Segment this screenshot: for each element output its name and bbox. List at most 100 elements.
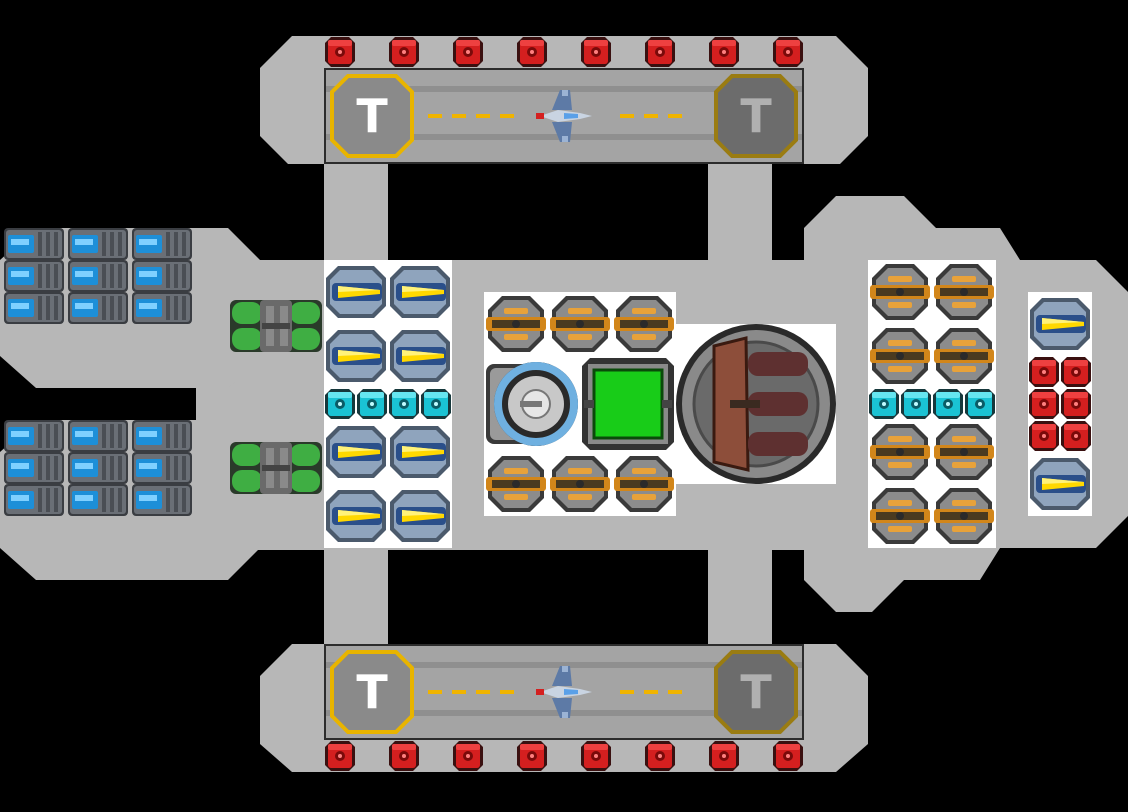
battery-cell-icon[interactable] <box>4 420 64 452</box>
red-crate-icon[interactable] <box>389 37 419 67</box>
autocannon-icon[interactable] <box>934 424 994 480</box>
autocannon-icon[interactable] <box>486 296 546 352</box>
battery-cell-icon[interactable] <box>4 452 64 484</box>
runway-dash <box>620 690 634 694</box>
red-crate-icon[interactable] <box>709 741 739 771</box>
autocannon-icon[interactable] <box>870 328 930 384</box>
yellow-thruster-icon[interactable] <box>390 330 450 382</box>
battery-cell-icon[interactable] <box>4 228 64 260</box>
red-crate-icon[interactable] <box>645 37 675 67</box>
battery-cell-icon[interactable] <box>132 260 192 292</box>
red-crate-icon[interactable] <box>325 37 355 67</box>
red-crate-icon[interactable] <box>1061 421 1091 451</box>
hangar-pad-left[interactable]: T <box>330 650 414 734</box>
red-crate-icon[interactable] <box>1029 357 1059 387</box>
fuel-tank-icon[interactable] <box>230 442 322 494</box>
svg-text:T: T <box>356 665 388 719</box>
battery-cell-icon[interactable] <box>132 228 192 260</box>
battery-cell-icon[interactable] <box>132 420 192 452</box>
red-crate-icon[interactable] <box>645 741 675 771</box>
runway-dash <box>452 690 466 694</box>
fuel-tank-icon[interactable] <box>230 300 322 352</box>
autocannon-icon[interactable] <box>934 328 994 384</box>
battery-cell-icon[interactable] <box>68 452 128 484</box>
red-crate-icon[interactable] <box>581 741 611 771</box>
runway-dash <box>644 114 658 118</box>
yellow-thruster-icon[interactable] <box>326 490 386 542</box>
cyan-crate-icon[interactable] <box>389 389 419 419</box>
autocannon-icon[interactable] <box>550 456 610 512</box>
cyan-crate-icon[interactable] <box>901 389 931 419</box>
cyan-crate-icon[interactable] <box>421 389 451 419</box>
red-crate-icon[interactable] <box>389 741 419 771</box>
battery-cell-icon[interactable] <box>4 260 64 292</box>
autocannon-icon[interactable] <box>614 296 674 352</box>
red-crate-icon[interactable] <box>517 37 547 67</box>
cyan-crate-icon[interactable] <box>933 389 963 419</box>
runway-dash <box>500 114 514 118</box>
runway-dash <box>668 690 682 694</box>
yellow-thruster-icon[interactable] <box>390 426 450 478</box>
red-crate-icon[interactable] <box>1061 389 1091 419</box>
red-crate-icon[interactable] <box>773 37 803 67</box>
hangar-pad-left[interactable]: T <box>330 74 414 158</box>
red-crate-icon[interactable] <box>1061 357 1091 387</box>
battery-cell-icon[interactable] <box>132 484 192 516</box>
battery-cell-icon[interactable] <box>68 228 128 260</box>
autocannon-icon[interactable] <box>870 424 930 480</box>
red-crate-icon[interactable] <box>325 741 355 771</box>
battery-cell-icon[interactable] <box>132 292 192 324</box>
red-crate-icon[interactable] <box>581 37 611 67</box>
runway-dash <box>452 114 466 118</box>
yellow-thruster-icon[interactable] <box>390 266 450 318</box>
autocannon-icon[interactable] <box>870 264 930 320</box>
T-pad-icon: T <box>356 665 388 719</box>
T-pad-icon: T <box>740 665 772 719</box>
cyan-crate-icon[interactable] <box>869 389 899 419</box>
shield-generator-icon[interactable] <box>486 362 578 446</box>
main-cannon-icon[interactable] <box>676 324 836 484</box>
cyan-crate-icon[interactable] <box>325 389 355 419</box>
battery-cell-icon[interactable] <box>4 292 64 324</box>
runway-dash <box>476 114 490 118</box>
battery-cell-icon[interactable] <box>68 484 128 516</box>
yellow-thruster-icon[interactable] <box>326 426 386 478</box>
T-pad-icon: T <box>740 89 772 143</box>
svg-text:T: T <box>356 89 388 143</box>
battery-cell-icon[interactable] <box>132 452 192 484</box>
autocannon-icon[interactable] <box>550 296 610 352</box>
yellow-thruster-icon[interactable] <box>390 490 450 542</box>
red-crate-icon[interactable] <box>517 741 547 771</box>
red-crate-icon[interactable] <box>1029 389 1059 419</box>
red-crate-icon[interactable] <box>1029 421 1059 451</box>
yellow-thruster-icon[interactable] <box>326 266 386 318</box>
runway-dash <box>620 114 634 118</box>
cyan-crate-icon[interactable] <box>965 389 995 419</box>
autocannon-icon[interactable] <box>934 488 994 544</box>
autocannon-icon[interactable] <box>870 488 930 544</box>
battery-cell-icon[interactable] <box>68 260 128 292</box>
yellow-thruster-icon[interactable] <box>326 330 386 382</box>
bottom-hangar: T T <box>324 644 804 740</box>
autocannon-icon[interactable] <box>614 456 674 512</box>
red-crate-icon[interactable] <box>773 741 803 771</box>
T-pad-icon: T <box>356 89 388 143</box>
yellow-thruster-icon[interactable] <box>1030 298 1090 350</box>
battery-cell-icon[interactable] <box>68 420 128 452</box>
battery-cell-icon[interactable] <box>4 484 64 516</box>
red-crate-icon[interactable] <box>453 37 483 67</box>
svg-text:T: T <box>740 89 772 143</box>
red-crate-icon[interactable] <box>709 37 739 67</box>
runway-dash <box>644 690 658 694</box>
cyan-crate-icon[interactable] <box>357 389 387 419</box>
yellow-thruster-icon[interactable] <box>1030 458 1090 510</box>
hangar-pad-right[interactable]: T <box>714 650 798 734</box>
autocannon-icon[interactable] <box>486 456 546 512</box>
control-screen-icon[interactable] <box>582 358 674 450</box>
red-crate-icon[interactable] <box>453 741 483 771</box>
battery-cell-icon[interactable] <box>68 292 128 324</box>
autocannon-icon[interactable] <box>934 264 994 320</box>
hangar-pad-right[interactable]: T <box>714 74 798 158</box>
runway-dash <box>428 690 442 694</box>
